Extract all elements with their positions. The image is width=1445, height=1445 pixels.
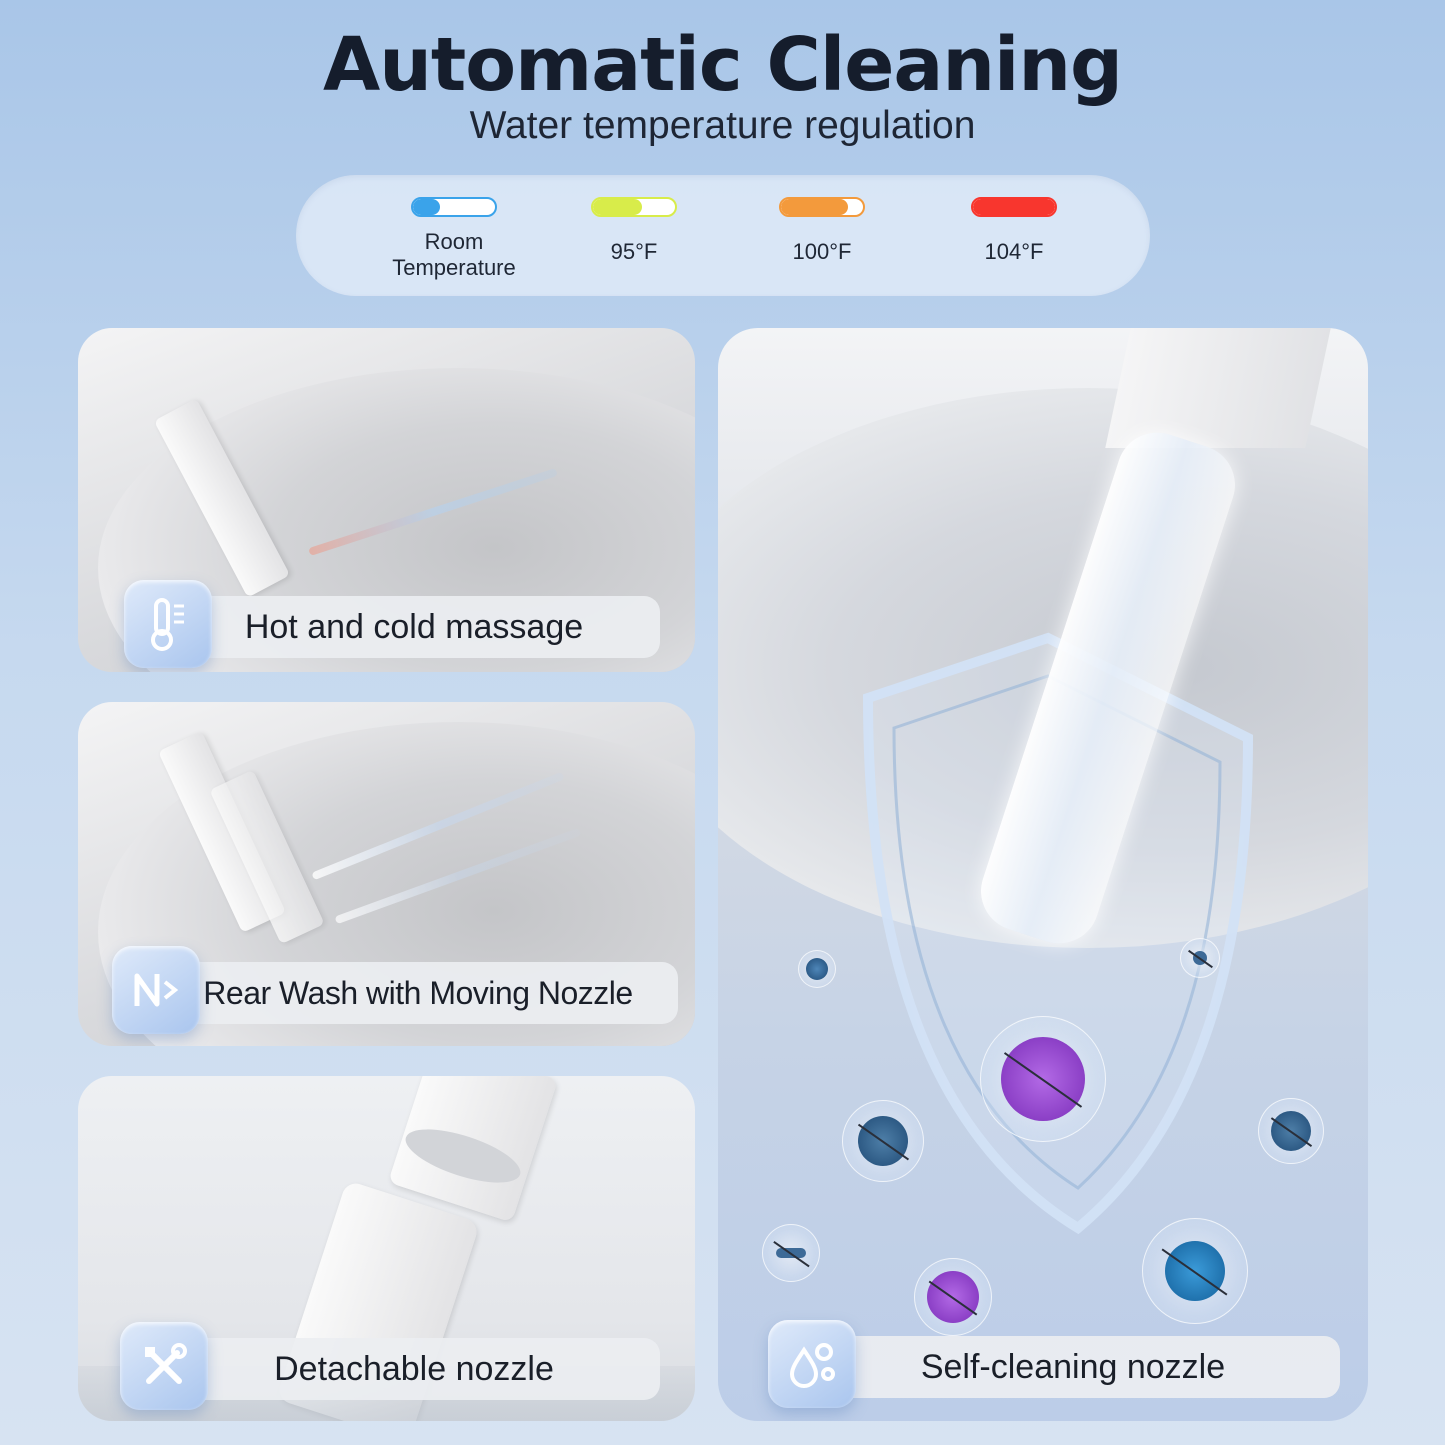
temperature-panel: Room Temperature 95°F 100°F 104°F — [296, 175, 1150, 296]
temperature-bar-room — [411, 197, 497, 217]
virus-small — [798, 950, 836, 988]
temperature-bar-fill-95 — [593, 199, 643, 215]
temperature-label-100: 100°F — [792, 239, 852, 264]
temperature-label-room: Room Temperature — [392, 229, 516, 280]
temperature-bar-100 — [779, 197, 865, 217]
page-subtitle: Water temperature regulation — [469, 104, 976, 147]
virus-purple-large — [980, 1016, 1106, 1142]
feature-card-detachable: Detachable nozzle — [78, 1076, 695, 1421]
temperature-bar-fill-104 — [973, 199, 1055, 215]
feature-card-self-cleaning: Self-cleaning nozzle — [718, 328, 1368, 1421]
temperature-bar-95 — [591, 197, 677, 217]
page-title: Automatic Cleaning — [322, 22, 1123, 108]
temperature-bar-fill-100 — [781, 199, 849, 215]
temperature-level-room: Room Temperature — [354, 197, 554, 281]
feature-label-detachable: Detachable nozzle — [168, 1338, 660, 1400]
virus-small — [762, 1224, 820, 1282]
temperature-label-104: 104°F — [984, 239, 1044, 264]
feature-label-rear-wash: Rear Wash with Moving Nozzle — [158, 962, 678, 1024]
temperature-level-100: 100°F — [722, 197, 922, 265]
feature-card-hot-cold: Hot and cold massage — [78, 328, 695, 672]
virus-purple — [914, 1258, 992, 1336]
temperature-bar-fill-room — [413, 199, 441, 215]
tools-icon — [120, 1322, 208, 1410]
thermometer-icon — [124, 580, 212, 668]
feature-card-rear-wash: Rear Wash with Moving Nozzle — [78, 702, 695, 1046]
feature-label-hot-cold: Hot and cold massage — [168, 596, 660, 658]
moving-nozzle-icon — [112, 946, 200, 1034]
virus-blue — [842, 1100, 924, 1182]
virus-blue — [1258, 1098, 1324, 1164]
nozzle-housing-image — [1105, 328, 1331, 448]
virus-cyan — [1142, 1218, 1248, 1324]
virus-small — [1180, 938, 1220, 978]
temperature-bar-104 — [971, 197, 1057, 217]
water-drops-icon — [768, 1320, 856, 1408]
temperature-level-104: 104°F — [914, 197, 1114, 265]
temperature-label-95: 95°F — [610, 239, 658, 264]
temperature-level-95: 95°F — [534, 197, 734, 265]
feature-label-self-cleaning: Self-cleaning nozzle — [806, 1336, 1340, 1398]
